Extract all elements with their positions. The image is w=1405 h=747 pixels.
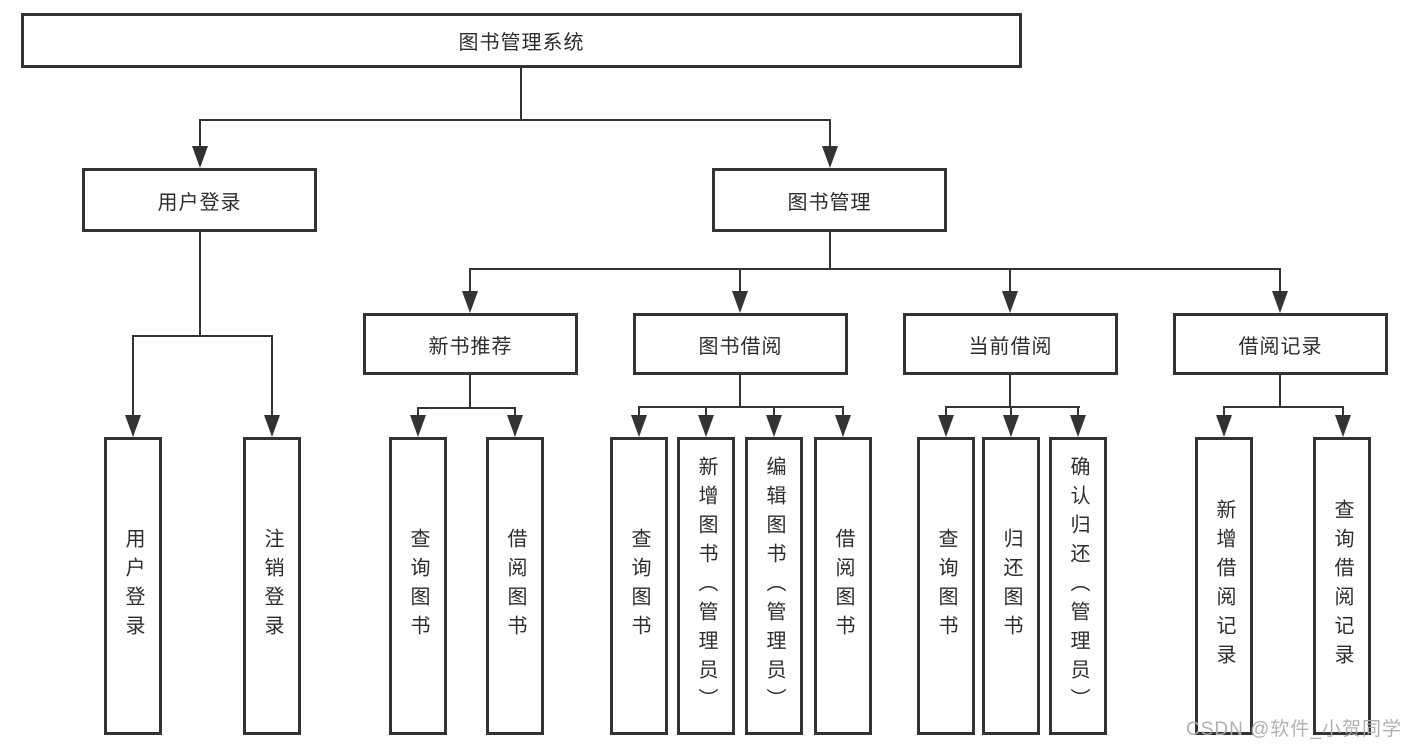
node-label: 编辑图书（管理员）: [763, 455, 785, 717]
node-query-borrow-record: 查询借阅记录: [1313, 437, 1371, 735]
arrow-down-icon: [264, 415, 280, 437]
node-add-books-admin: 新增图书（管理员）: [677, 437, 735, 735]
node-label: 确认归还（管理员）: [1067, 455, 1089, 717]
node-edit-books-admin: 编辑图书（管理员）: [745, 437, 803, 735]
connector-line: [1009, 375, 1011, 406]
connector-line: [739, 268, 741, 293]
connector-line: [132, 335, 134, 416]
node-query-books-borrow: 查询图书: [610, 437, 668, 735]
node-label: 用户登录: [157, 191, 242, 214]
node-new-book-recommend: 新书推荐: [363, 313, 578, 375]
node-book-management: 图书管理: [712, 168, 947, 232]
arrow-down-icon: [631, 415, 647, 437]
node-label: 借阅图书: [504, 528, 526, 644]
connector-line: [132, 335, 273, 337]
connector-line: [638, 406, 844, 408]
arrow-down-icon: [1335, 415, 1351, 437]
node-label: 查询图书: [935, 528, 957, 644]
node-label: 新增借阅记录: [1213, 499, 1235, 673]
node-book-borrowing: 图书借阅: [633, 313, 848, 375]
node-borrow-books-newbook: 借阅图书: [486, 437, 544, 735]
arrow-down-icon: [192, 146, 208, 168]
arrow-down-icon: [698, 415, 714, 437]
node-user-login-leaf: 用户登录: [104, 437, 162, 735]
connector-line: [271, 335, 273, 416]
node-borrow-books: 借阅图书: [814, 437, 872, 735]
connector-line: [829, 232, 831, 268]
arrow-down-icon: [1002, 291, 1018, 313]
arrow-down-icon: [125, 415, 141, 437]
node-label: 查询图书: [407, 528, 429, 644]
node-label: 注销登录: [261, 528, 283, 644]
connector-line: [417, 407, 516, 409]
node-query-books-current: 查询图书: [917, 437, 975, 735]
connector-line: [469, 268, 1281, 270]
node-label: 新增图书（管理员）: [695, 455, 717, 717]
node-borrowing-records: 借阅记录: [1173, 313, 1388, 375]
connector-line: [1010, 406, 1012, 417]
connector-line: [638, 406, 640, 417]
connector-line: [469, 268, 471, 293]
node-return-books: 归还图书: [982, 437, 1040, 735]
arrow-down-icon: [1003, 415, 1019, 437]
connector-line: [705, 406, 707, 417]
connector-line: [1342, 406, 1344, 417]
connector-line: [1009, 268, 1011, 293]
node-user-login: 用户登录: [82, 168, 317, 232]
arrow-down-icon: [507, 415, 523, 437]
connector-line: [514, 407, 516, 417]
arrow-down-icon: [1272, 291, 1288, 313]
connector-line: [739, 375, 741, 406]
arrow-down-icon: [732, 291, 748, 313]
node-label: 归还图书: [1000, 528, 1022, 644]
connector-line: [520, 68, 522, 119]
connector-line: [1223, 406, 1344, 408]
node-label: 图书借阅: [698, 335, 783, 358]
arrow-down-icon: [835, 415, 851, 437]
node-add-borrow-record: 新增借阅记录: [1195, 437, 1253, 735]
node-logout: 注销登录: [243, 437, 301, 735]
connector-line: [199, 119, 831, 121]
node-label: 用户登录: [122, 528, 144, 644]
connector-line: [1279, 268, 1281, 293]
node-label: 查询图书: [628, 528, 650, 644]
arrow-down-icon: [822, 146, 838, 168]
node-label: 借阅记录: [1238, 335, 1323, 358]
watermark: CSDN @软件_小贺同学: [1186, 719, 1402, 740]
connector-line: [469, 375, 471, 407]
connector-line: [829, 119, 831, 147]
node-label: 图书管理: [787, 191, 872, 214]
node-query-books-newbook: 查询图书: [389, 437, 447, 735]
connector-line: [417, 407, 419, 417]
node-label: 查询借阅记录: [1331, 499, 1353, 673]
node-confirm-return-admin: 确认归还（管理员）: [1049, 437, 1107, 735]
connector-line: [1077, 406, 1079, 417]
connector-line: [945, 406, 1080, 408]
connector-line: [842, 406, 844, 417]
arrow-down-icon: [1216, 415, 1232, 437]
connector-line: [945, 406, 947, 417]
connector-line: [1279, 375, 1281, 406]
node-current-borrowing: 当前借阅: [903, 313, 1118, 375]
node-label: 借阅图书: [832, 528, 854, 644]
arrow-down-icon: [938, 415, 954, 437]
arrow-down-icon: [462, 291, 478, 313]
arrow-down-icon: [1070, 415, 1086, 437]
node-library-management-system: 图书管理系统: [21, 13, 1022, 68]
connector-line: [773, 406, 775, 417]
connector-line: [199, 232, 201, 335]
connector-line: [199, 119, 201, 147]
arrow-down-icon: [766, 415, 782, 437]
node-label: 图书管理系统: [458, 32, 585, 54]
node-label: 新书推荐: [428, 335, 513, 358]
arrow-down-icon: [410, 415, 426, 437]
connector-line: [1223, 406, 1225, 417]
node-label: 当前借阅: [968, 335, 1053, 358]
